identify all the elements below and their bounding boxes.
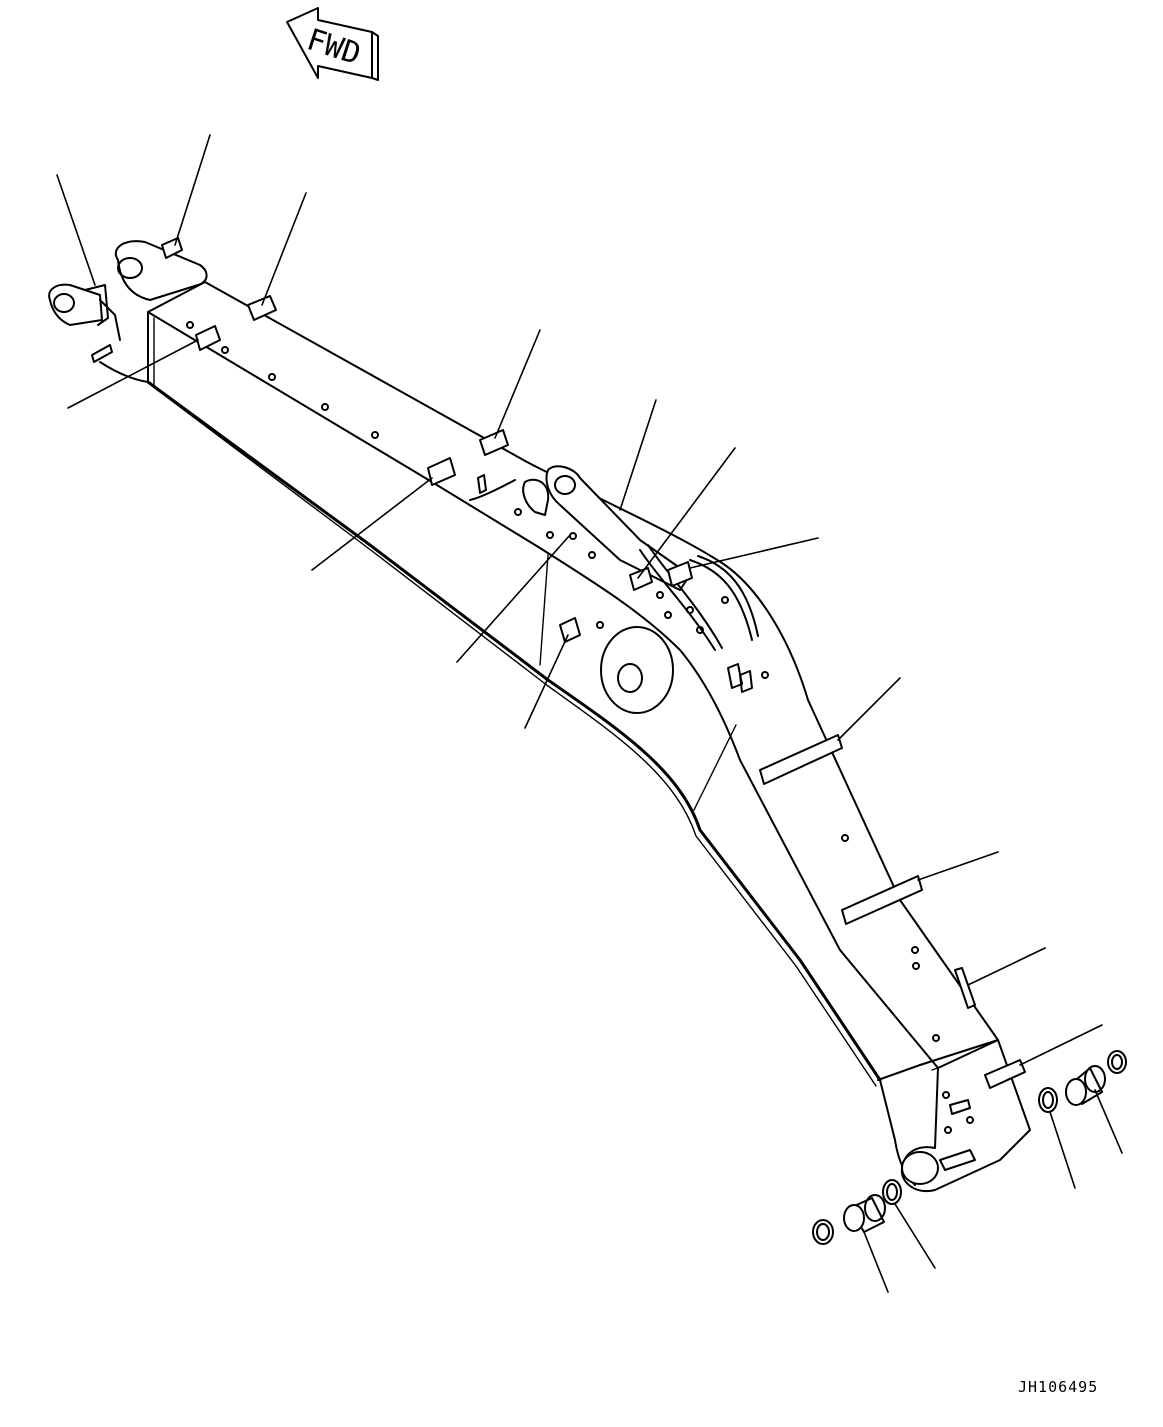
fwd-arrow-icon: FWD	[286, 7, 379, 81]
bolt-set	[186, 321, 974, 1134]
drawing-number: JH106495	[1018, 1378, 1099, 1396]
boom-body	[48, 240, 1031, 1193]
leader-lines	[56, 134, 1123, 1293]
bushing-set	[812, 1050, 1127, 1245]
hose-clamp	[161, 237, 693, 643]
clamp-plate	[759, 734, 1026, 1089]
arm-cylinder-bracket	[469, 465, 691, 591]
